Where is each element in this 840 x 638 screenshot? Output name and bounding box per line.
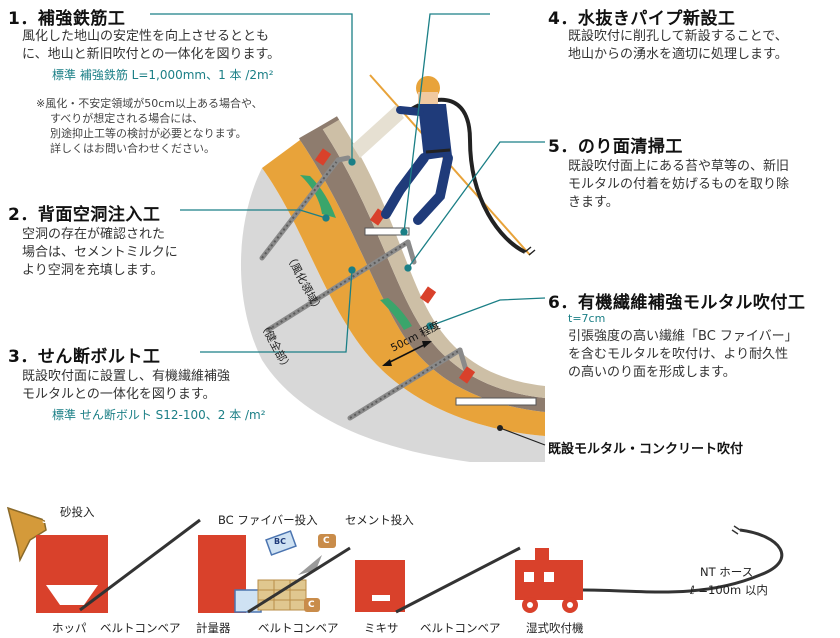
shear-bolt [314, 148, 332, 166]
section-1-body-line-1: 風化した地山の安定性を向上させるととも [22, 29, 270, 44]
conveyor-label-3: ベルトコンベア [420, 621, 501, 635]
mixer [355, 560, 405, 612]
section-1-body-line-2: に、地山と新旧吹付との一体化を図ります。 [22, 47, 281, 62]
hose-label: NT ホース [700, 565, 754, 579]
section-6-body-line-2: を含むモルタルを吹付け、より耐久性 [568, 347, 789, 362]
section-5-title: 5．のり面清掃工 [548, 137, 683, 157]
section-6-title: 6．有機繊維補強モルタル吹付工 [548, 293, 806, 313]
section-1-title: 1．補強鉄筋工 [8, 9, 126, 29]
cement-input-label: セメント投入 [345, 513, 414, 527]
section-1-note-line-2: すべりが想定される場合には、 [50, 112, 204, 125]
section-3-title: 3．せん断ボルト工 [8, 347, 161, 367]
belt-conveyor [247, 546, 351, 614]
void-grout-area-1 [300, 175, 336, 218]
conveyor-label-1: ベルトコンベア [100, 621, 181, 635]
section-5-body-line-2: モルタルの付着を妨げるものを取り除 [568, 177, 790, 192]
cement-letter: C [308, 600, 315, 610]
scale-label: 計量器 [196, 621, 231, 635]
shear-bolt [458, 366, 476, 384]
fiber-input-label: BC ファイバー投入 [218, 513, 318, 527]
section-5-body-line-1: 既設吹付面上にある苔や草等の、新旧 [568, 159, 790, 174]
drain-pipe [455, 397, 537, 406]
section-6-thickness: t=7cm [568, 312, 606, 325]
section-5-body-line-3: きます。 [568, 195, 619, 210]
section-4-body-line-1: 既設吹付に削孔して新設することで、 [568, 29, 788, 44]
spray-machine-label: 湿式吹付機 [526, 621, 584, 635]
leader-lines [150, 13, 546, 353]
thickness-arrow [383, 341, 431, 366]
spray-cone [352, 105, 404, 158]
bc-bag-label: BC [274, 537, 286, 546]
new-fiber-mortar-layer [322, 118, 545, 398]
cement-bag-falling [318, 534, 336, 548]
conveyor-label-2: ベルトコンベア [258, 621, 339, 635]
section-1-note-line-1: ※風化・不安定領域が50cm以上ある場合や、 [36, 97, 263, 110]
production-plant [6, 506, 784, 614]
existing-shotcrete-label: 既設モルタル・コンクリート吹付 [548, 442, 744, 457]
bc-fiber-bag [265, 530, 297, 556]
section-4-title: 4．水抜きパイプ新設工 [548, 9, 736, 29]
existing-shotcrete-layer [300, 128, 545, 412]
sand-letter: S [42, 516, 49, 526]
cement-bag [304, 598, 320, 612]
section-3-body-line-2: モルタルとの一体化を図ります。 [22, 387, 216, 402]
section-1-note-line-4: 詳しくはお問い合わせください。 [50, 142, 215, 155]
section-3-standard: 標準 せん断ボルト S12-100、2 本 /m² [52, 408, 266, 422]
nt-hose [582, 528, 784, 594]
sound-ground-area [240, 168, 546, 462]
cement-letter-falling: C [323, 536, 330, 546]
section-4-body-line-2: 地山からの湧水を適切に処理します。 [568, 47, 788, 62]
hose-length-label: ℓ =100m 以内 [690, 583, 768, 597]
drain-pipe [364, 227, 410, 236]
worker-figure [352, 74, 531, 256]
section-1-standard: 標準 補強鉄筋 L=1,000mm、1 本 /2m² [52, 68, 274, 82]
belt-conveyor [79, 518, 201, 612]
section-6-body-line-1: 引張強度の高い繊維「BC ファイバー」 [568, 329, 798, 344]
sand-input-label: 砂投入 [60, 505, 95, 519]
belt-conveyor [395, 546, 521, 614]
hopper-label: ホッパ [52, 621, 87, 635]
void-grout-area-2 [380, 298, 412, 330]
section-6-body-line-3: の高いのり面を形成します。 [568, 365, 736, 380]
reinforcement-bar [265, 239, 411, 333]
shear-bolt [419, 286, 437, 304]
section-2-title: 2．背面空洞注入工 [8, 205, 161, 225]
section-1-note-line-3: 別途抑止工等の検討が必要となります。 [50, 127, 247, 140]
section-2-body-line-2: 場合は、セメントミルクに [22, 245, 178, 260]
section-3-body-line-1: 既設吹付面に設置し、有機繊維補強 [22, 369, 231, 384]
section-2-body-line-3: より空洞を充填します。 [22, 263, 164, 278]
section-2-body-line-1: 空洞の存在が確認された [22, 227, 166, 242]
mixer-label: ミキサ [364, 621, 399, 635]
sand-funnel [6, 506, 47, 563]
